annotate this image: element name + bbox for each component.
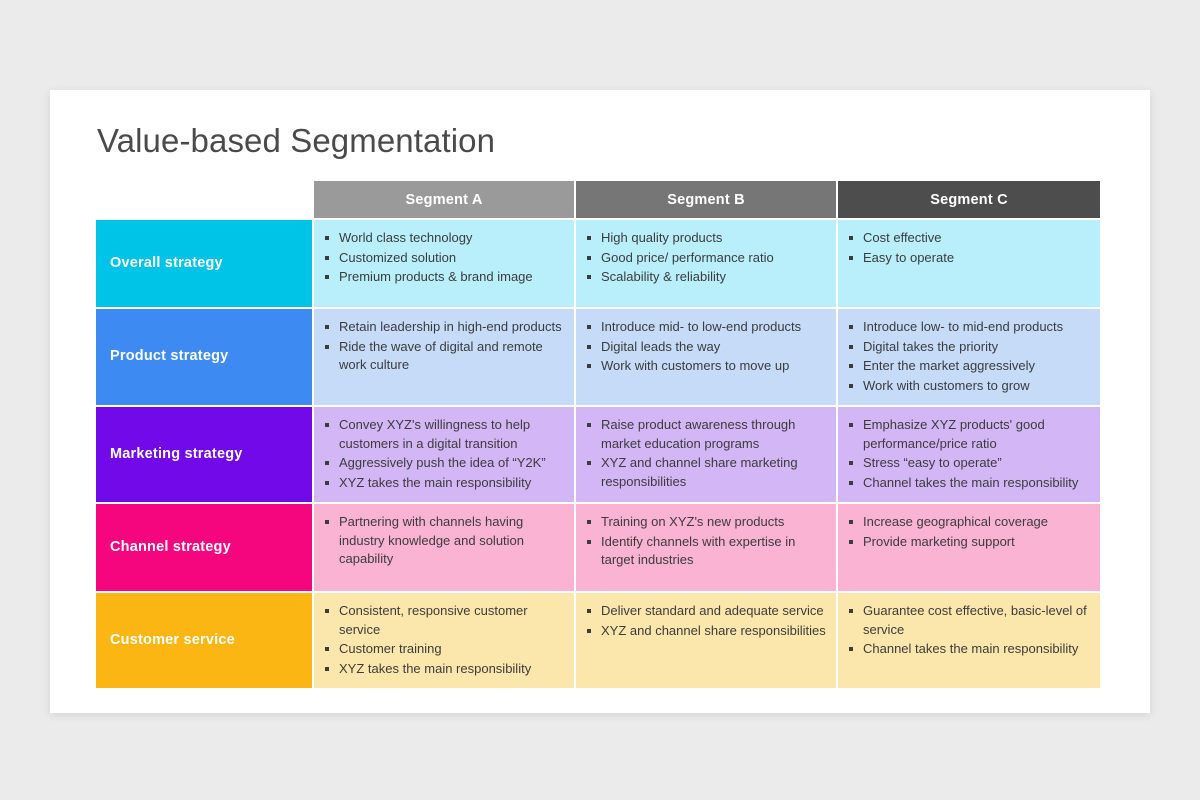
list-item: Emphasize XYZ products' good performance… bbox=[848, 416, 1090, 453]
row-label-2: Product strategy bbox=[96, 307, 314, 405]
list-item: World class technology bbox=[324, 229, 564, 248]
cell-r3-c3: Emphasize XYZ products' good performance… bbox=[838, 405, 1100, 502]
list-item: Good price/ performance ratio bbox=[586, 249, 826, 268]
list-item: Identify channels with expertise in targ… bbox=[586, 533, 826, 570]
list-item: High quality products bbox=[586, 229, 826, 248]
row-label-4: Channel strategy bbox=[96, 502, 314, 591]
bullet-list: Partnering with channels having industry… bbox=[324, 513, 564, 569]
table-row: Marketing strategy Convey XYZ's willingne… bbox=[96, 405, 1100, 502]
list-item: Channel takes the main responsibility bbox=[848, 474, 1090, 493]
cell-r3-c1: Convey XYZ's willingness to help custome… bbox=[314, 405, 576, 502]
column-header-1: Segment A bbox=[314, 181, 576, 218]
list-item: Cost effective bbox=[848, 229, 1090, 248]
bullet-list: Convey XYZ's willingness to help custome… bbox=[324, 416, 564, 492]
bullet-list: Guarantee cost effective, basic-level of… bbox=[848, 602, 1090, 659]
column-header-3: Segment C bbox=[838, 181, 1100, 218]
list-item: Easy to operate bbox=[848, 249, 1090, 268]
list-item: XYZ and channel share responsibilities bbox=[586, 622, 826, 641]
list-item: Increase geographical coverage bbox=[848, 513, 1090, 532]
list-item: Introduce mid- to low-end products bbox=[586, 318, 826, 337]
list-item: Consistent, responsive customer service bbox=[324, 602, 564, 639]
column-header-2: Segment B bbox=[576, 181, 838, 218]
list-item: Scalability & reliability bbox=[586, 268, 826, 287]
list-item: Work with customers to grow bbox=[848, 377, 1090, 396]
cell-r5-c3: Guarantee cost effective, basic-level of… bbox=[838, 591, 1100, 688]
header-corner-cell bbox=[96, 181, 314, 218]
list-item: Customer training bbox=[324, 640, 564, 659]
row-label-3: Marketing strategy bbox=[96, 405, 314, 502]
bullet-list: Emphasize XYZ products' good performance… bbox=[848, 416, 1090, 492]
list-item: Enter the market aggressively bbox=[848, 357, 1090, 376]
list-item: Introduce low- to mid-end products bbox=[848, 318, 1090, 337]
list-item: Digital leads the way bbox=[586, 338, 826, 357]
list-item: Guarantee cost effective, basic-level of… bbox=[848, 602, 1090, 639]
list-item: Digital takes the priority bbox=[848, 338, 1090, 357]
list-item: Training on XYZ's new products bbox=[586, 513, 826, 532]
list-item: Aggressively push the idea of “Y2K” bbox=[324, 454, 564, 473]
list-item: Provide marketing support bbox=[848, 533, 1090, 552]
list-item: Premium products & brand image bbox=[324, 268, 564, 287]
cell-r4-c1: Partnering with channels having industry… bbox=[314, 502, 576, 591]
list-item: Channel takes the main responsibility bbox=[848, 640, 1090, 659]
row-label-1: Overall strategy bbox=[96, 218, 314, 307]
list-item: XYZ and channel share marketing responsi… bbox=[586, 454, 826, 491]
page-title: Value-based Segmentation bbox=[97, 122, 496, 159]
list-item: Work with customers to move up bbox=[586, 357, 826, 376]
list-item: Raise product awareness through market e… bbox=[586, 416, 826, 453]
list-item: Convey XYZ's willingness to help custome… bbox=[324, 416, 564, 453]
list-item: Deliver standard and adequate service bbox=[586, 602, 826, 621]
list-item: Customized solution bbox=[324, 249, 564, 268]
bullet-list: Raise product awareness through market e… bbox=[586, 416, 826, 491]
row-label-5: Customer service bbox=[96, 591, 314, 688]
list-item: Stress “easy to operate” bbox=[848, 454, 1090, 473]
list-item: Ride the wave of digital and remote work… bbox=[324, 338, 564, 375]
list-item: Retain leadership in high-end products bbox=[324, 318, 564, 337]
list-item: XYZ takes the main responsibility bbox=[324, 660, 564, 679]
list-item: XYZ takes the main responsibility bbox=[324, 474, 564, 493]
list-item: Partnering with channels having industry… bbox=[324, 513, 564, 569]
cell-r3-c2: Raise product awareness through market e… bbox=[576, 405, 838, 502]
